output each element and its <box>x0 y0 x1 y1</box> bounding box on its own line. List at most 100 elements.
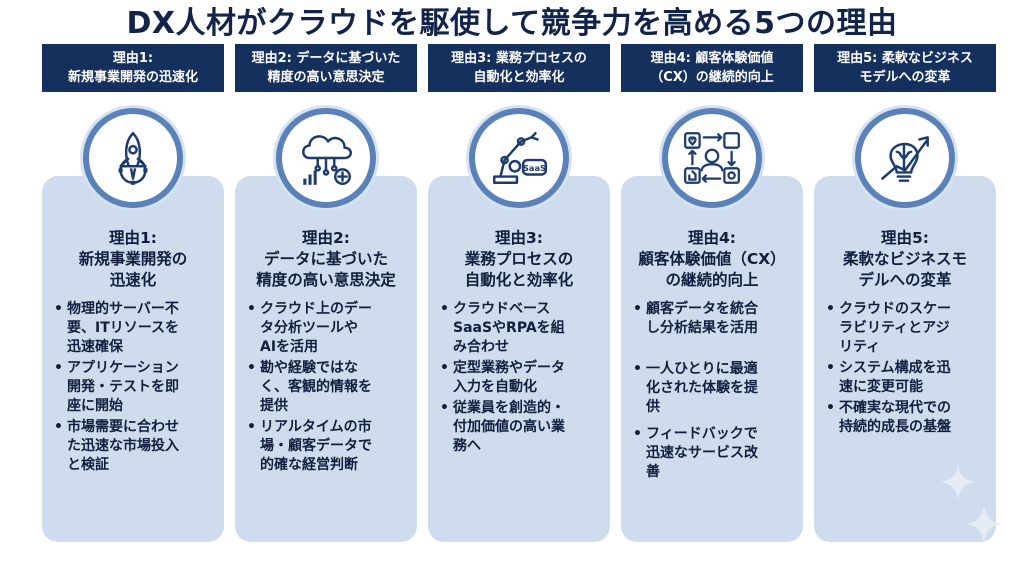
bullet-line: クラウド上のデー <box>260 301 372 317</box>
bullet-line: 迅速確保 <box>67 339 123 355</box>
reason-header-3: 理由3: 業務プロセスの 自動化と効率化 <box>428 44 610 92</box>
list-item: 一人ひとりに最適 化された体験を提 供 <box>633 360 799 417</box>
reason-card-title: 理由1: 新規事業開発の 迅速化 <box>46 228 220 291</box>
reason-card-title-line: 顧客体験価値（CX） <box>638 250 786 268</box>
reason-bullet-list: クラウドベース SaaSやRPAを組 み合わせ 定型業務やデータ 入力を自動化 … <box>440 300 606 458</box>
bullet-line: 提供 <box>260 398 288 414</box>
reason-card-title: 理由5: 柔軟なビジネスモ デルへの変革 <box>818 228 992 291</box>
bullet-line: 速に変更可能 <box>839 379 923 395</box>
robot-arm-icon: SaaS <box>493 132 548 184</box>
list-item: フィードバックで 迅速なサービス改 善 <box>633 425 799 482</box>
bullet-line: 一人ひとりに最適 <box>646 361 758 377</box>
bullet-line: フィードバックで <box>646 426 758 442</box>
list-item: システム構成を迅 速に変更可能 <box>826 359 992 397</box>
reason-header-2: 理由2: データに基づいた 精度の高い意思決定 <box>235 44 417 92</box>
list-item: リアルタイムの市 場・顧客データで 的確な経営判断 <box>247 418 413 475</box>
reason-header-line: 理由4: 顧客体験価値 <box>650 51 774 66</box>
reason-card-title-line: 迅速化 <box>109 271 157 289</box>
bullet-line: 迅速なサービス改 <box>646 445 758 461</box>
reason-header-line: 理由3: 業務プロセスの <box>451 51 587 66</box>
reason-card-2: 理由2: データに基づいた 精度の高い意思決定 クラウド上のデー タ分析ツールや… <box>235 176 417 542</box>
bullet-line: 的確な経営判断 <box>260 457 358 473</box>
list-item: 物理的サーバー不 要、ITリソースを 迅速確保 <box>54 300 220 357</box>
reason-bullet-list: 物理的サーバー不 要、ITリソースを 迅速確保 アプリケーション 開発・テストを… <box>54 300 220 477</box>
bullet-line: 付加価値の高い業 <box>453 419 565 435</box>
reason-column-4: 理由4: 顧客体験価値 （CX）の継続的向上 理由4: 顧客体験価値（CX） の… <box>621 44 803 542</box>
bullet-line: と検証 <box>67 457 109 473</box>
reason-card-1: 理由1: 新規事業開発の 迅速化 物理的サーバー不 要、ITリソースを 迅速確保… <box>42 176 224 542</box>
customer-cycle-icon <box>684 132 740 184</box>
reason-icon-badge <box>276 108 376 208</box>
reason-icon-badge <box>83 108 183 208</box>
list-item: 顧客データを統合 し分析結果を活用 <box>633 300 799 338</box>
bullet-line: 定型業務やデータ <box>453 360 565 376</box>
reason-card-title-line: 理由5: <box>881 229 929 247</box>
list-item: 勘や経験ではな く、客観的情報を 提供 <box>247 359 413 416</box>
list-item: クラウド上のデー タ分析ツールや AIを活用 <box>247 300 413 357</box>
reason-card-title-line: の継続的向上 <box>665 271 759 289</box>
reason-card-title-line: 業務プロセスの <box>464 250 574 268</box>
reason-icon-badge <box>855 108 955 208</box>
list-item: 定型業務やデータ 入力を自動化 <box>440 359 606 397</box>
reason-header-line: 精度の高い意思決定 <box>267 70 385 85</box>
reason-card-title-line: 理由3: <box>495 229 543 247</box>
brain-bulb-growth-icon <box>881 136 929 182</box>
reason-card-title-line: 精度の高い意思決定 <box>256 271 396 289</box>
list-item: クラウドのスケー ラビリティとアジ リティ <box>826 300 992 357</box>
list-item: 不確実な現代での 持続的成長の基盤 <box>826 399 992 437</box>
bullet-line: リティ <box>839 339 881 355</box>
bullet-line: 供 <box>646 399 660 415</box>
rocket-gear-icon <box>118 132 148 185</box>
reason-card-title-line: 理由2: <box>302 229 350 247</box>
bullet-line: 勘や経験ではな <box>260 360 358 376</box>
reason-header-1: 理由1: 新規事業開発の迅速化 <box>42 44 224 92</box>
reason-header-line: 理由2: データに基づいた <box>251 51 401 66</box>
list-item: クラウドベース SaaSやRPAを組 み合わせ <box>440 300 606 357</box>
reason-card-title-line: 新規事業開発の <box>78 250 188 268</box>
reason-header-line: 自動化と効率化 <box>473 70 565 85</box>
page-title: DX人材がクラウドを駆使して競争力を高める5つの理由 <box>126 6 898 41</box>
bullet-line: 開発・テストを即 <box>67 379 179 395</box>
reason-card-3: 理由3: 業務プロセスの 自動化と効率化 クラウドベース SaaSやRPAを組 … <box>428 176 610 542</box>
reason-bullet-list: クラウド上のデー タ分析ツールや AIを活用 勘や経験ではな く、客観的情報を … <box>247 300 413 477</box>
bullet-line: SaaSやRPAを組 <box>453 320 565 336</box>
saas-label: SaaS <box>523 163 546 173</box>
reason-header-line: （CX）の継続的向上 <box>650 70 774 85</box>
bullet-line: 顧客データを統合 <box>646 301 758 317</box>
bullet-line: 市場需要に合わせ <box>67 419 179 435</box>
bullet-line: クラウドのスケー <box>839 301 951 317</box>
reason-icon-badge: SaaS <box>469 108 569 208</box>
bullet-line: システム構成を迅 <box>839 360 951 376</box>
reason-icon-badge <box>662 108 762 208</box>
bullet-line: 物理的サーバー不 <box>67 301 179 317</box>
reason-header-line: モデルへの変革 <box>859 70 951 85</box>
reason-header-line: 理由1: <box>112 51 154 66</box>
reason-bullet-list: クラウドのスケー ラビリティとアジ リティ システム構成を迅 速に変更可能 不確… <box>826 300 992 439</box>
sparkle-icon <box>940 464 1002 544</box>
bullet-line: 従業員を創造的・ <box>453 400 565 416</box>
bullet-line: く、客観的情報を <box>260 379 372 395</box>
bullet-line: 要、ITリソースを <box>67 320 180 336</box>
bullet-line: 座に開始 <box>67 398 123 414</box>
bullet-line: た迅速な市場投入 <box>67 438 179 454</box>
cloud-analytics-icon <box>302 135 352 186</box>
reason-card-title-line: 理由4: <box>688 229 736 247</box>
bullet-line: クラウドベース <box>453 301 551 317</box>
reason-header-5: 理由5: 柔軟なビジネス モデルへの変革 <box>814 44 996 92</box>
reason-header-line: 理由5: 柔軟なビジネス <box>837 51 973 66</box>
reason-card-title-line: デルへの変革 <box>858 271 952 289</box>
list-item: 市場需要に合わせ た迅速な市場投入 と検証 <box>54 418 220 475</box>
reason-card-title-line: 理由1: <box>109 229 157 247</box>
bullet-line: 化された体験を提 <box>646 380 758 396</box>
reason-header-line: 新規事業開発の迅速化 <box>67 70 198 85</box>
bullet-line: AIを活用 <box>260 339 319 355</box>
reason-header-4: 理由4: 顧客体験価値 （CX）の継続的向上 <box>621 44 803 92</box>
bullet-line: し分析結果を活用 <box>646 320 758 336</box>
reason-card-title: 理由4: 顧客体験価値（CX） の継続的向上 <box>625 228 799 291</box>
bullet-line: リアルタイムの市 <box>260 419 372 435</box>
reason-card-title-line: 柔軟なビジネスモ <box>842 250 967 268</box>
reason-card-title: 理由2: データに基づいた 精度の高い意思決定 <box>239 228 413 291</box>
reason-column-5: 理由5: 柔軟なビジネス モデルへの変革 理由5: 柔軟なビジネスモ デルへの変… <box>814 44 996 542</box>
reason-bullet-list: 顧客データを統合 し分析結果を活用 一人ひとりに最適 化された体験を提 供 フィ… <box>633 300 799 484</box>
list-item: 従業員を創造的・ 付加価値の高い業 務へ <box>440 399 606 456</box>
